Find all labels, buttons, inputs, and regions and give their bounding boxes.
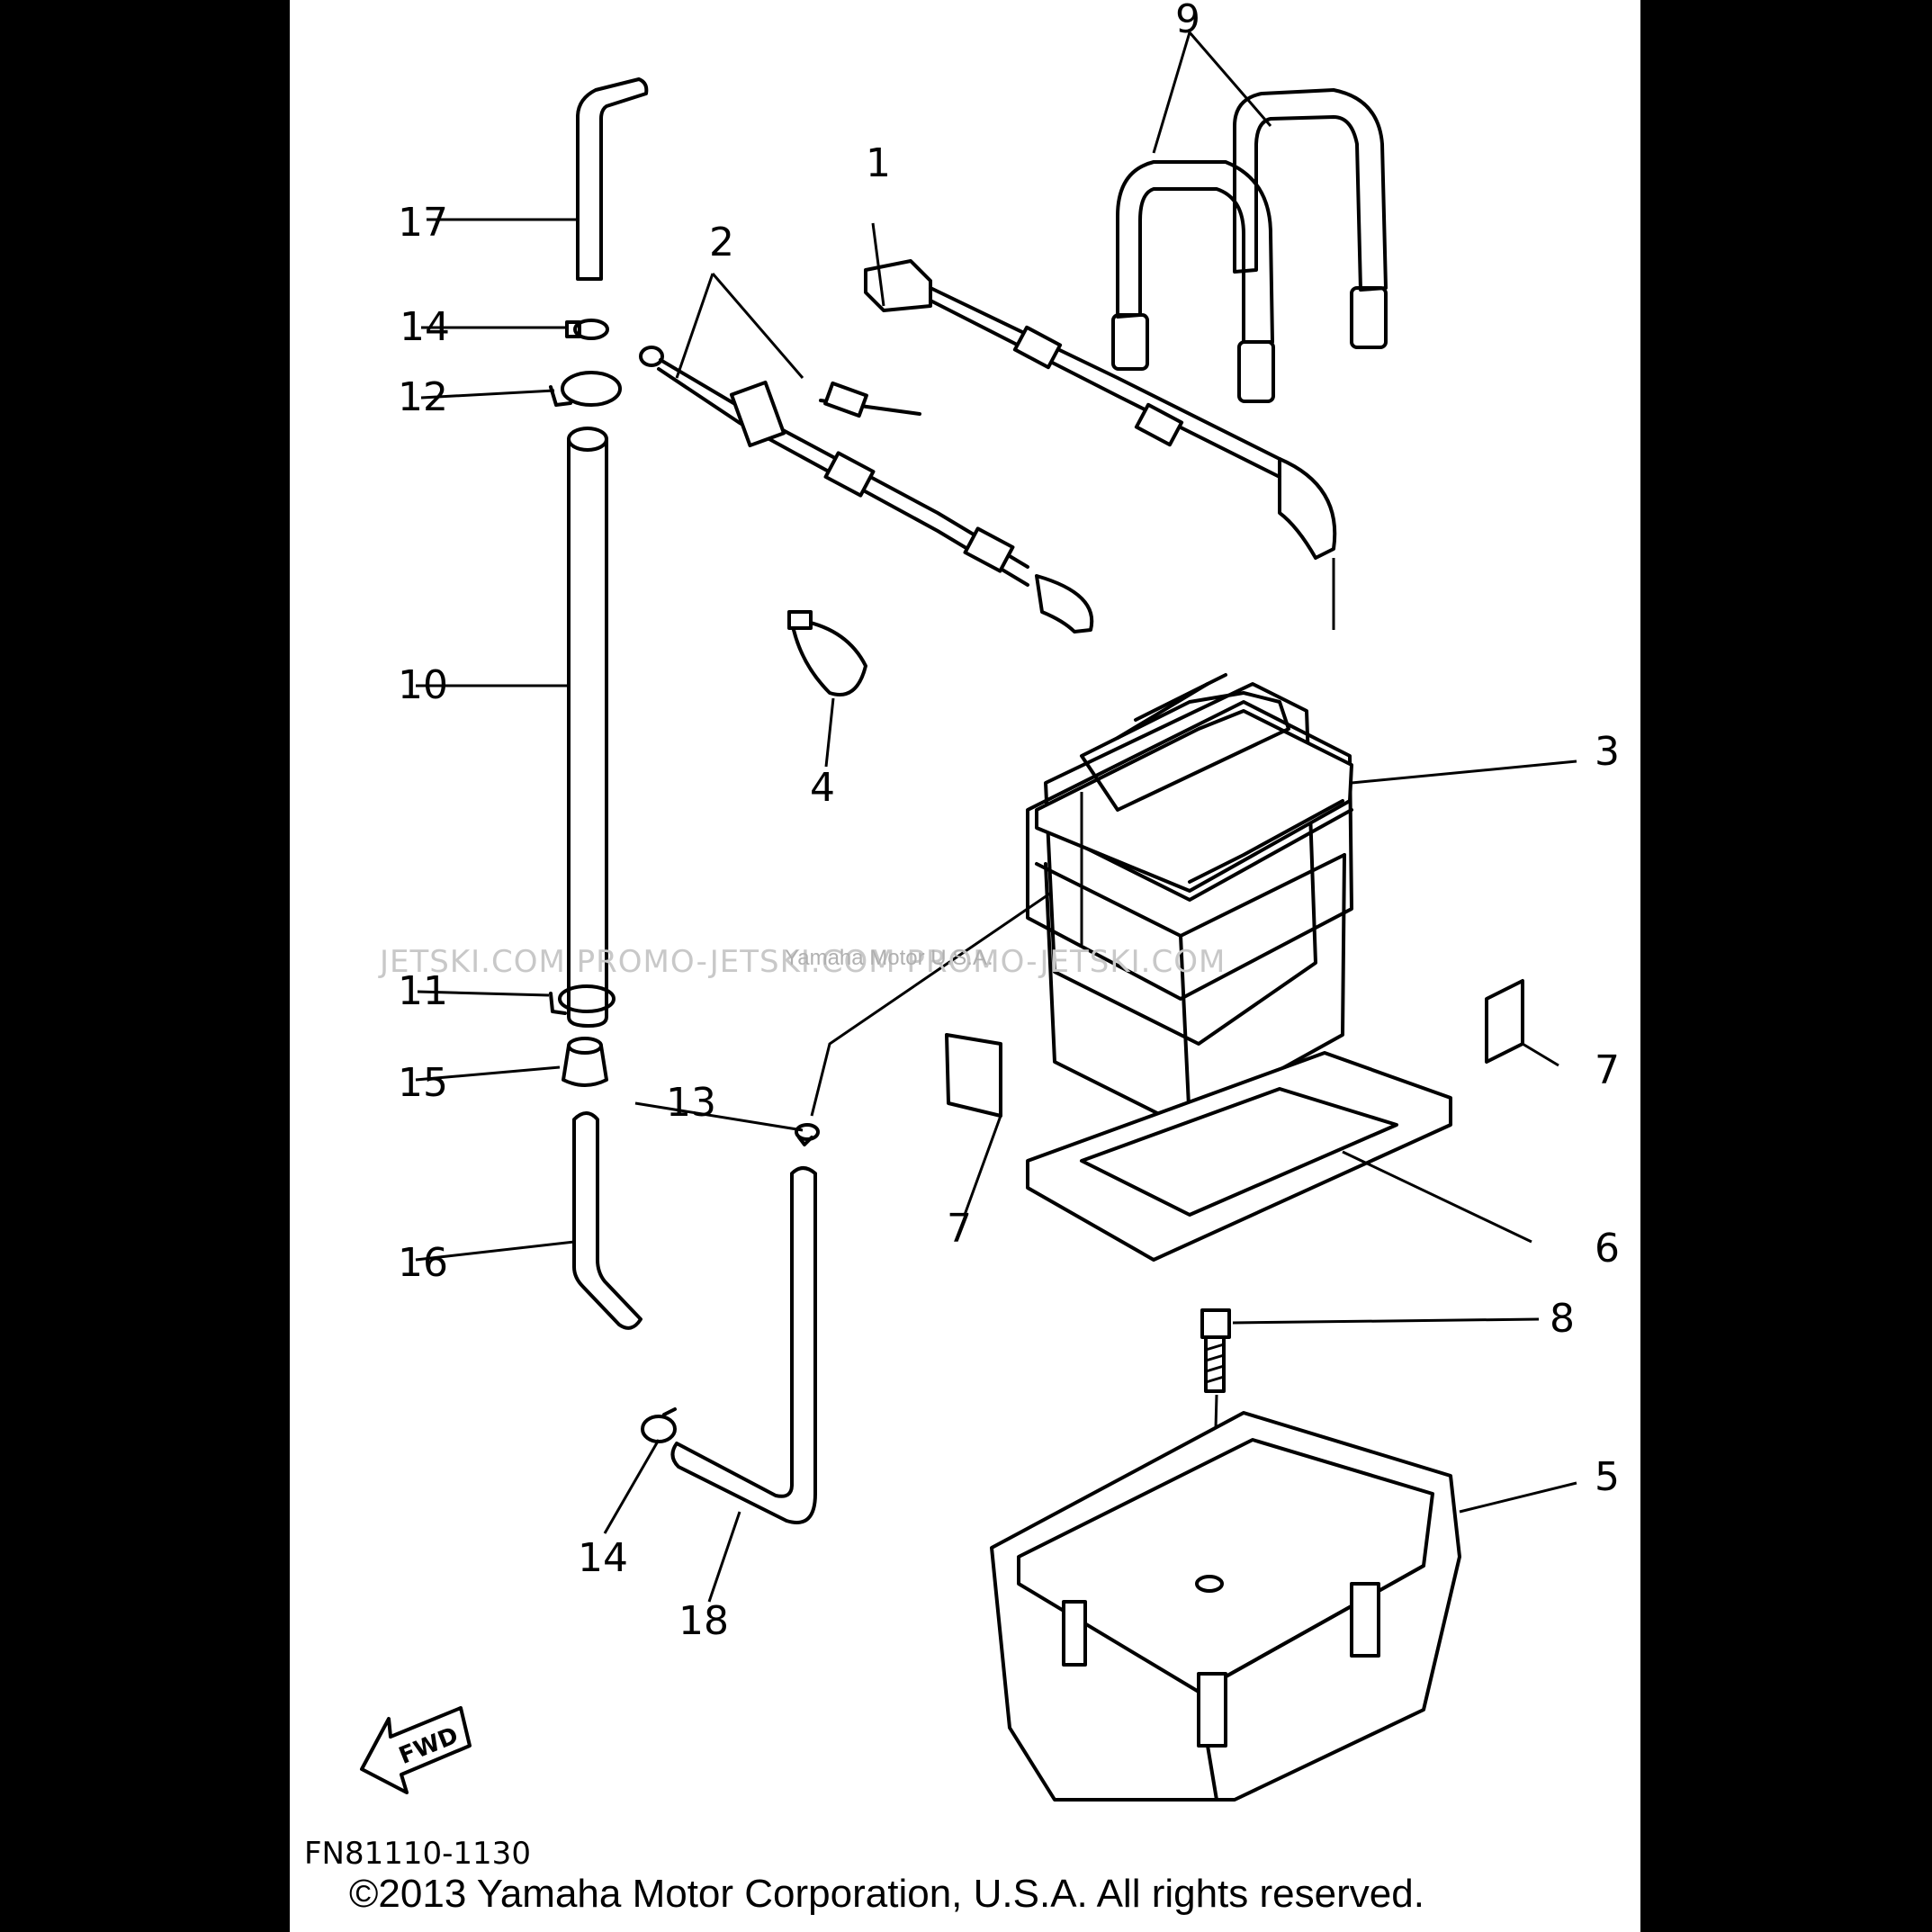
diagram-sheet: 1 2 3 4 5 6 7 7 8 9 10 11 12 13 14 14 15… — [290, 0, 1640, 1932]
part-17-hose — [576, 77, 649, 281]
figure-code: FN81110-1130 — [304, 1836, 531, 1872]
callout-6: 6 — [1595, 1226, 1620, 1272]
callout-5: 5 — [1595, 1454, 1620, 1500]
part-10-tube — [567, 427, 608, 1028]
part-7-pad-left — [945, 1033, 1002, 1118]
callout-14-top: 14 — [400, 304, 450, 350]
callout-15: 15 — [398, 1060, 448, 1106]
part-13-clip — [795, 1123, 820, 1146]
part-6-pad — [1026, 1051, 1452, 1262]
part-9-straps — [1111, 88, 1388, 403]
part-4-band — [787, 610, 867, 696]
callouts: 1 2 3 4 5 6 7 7 8 9 10 11 12 13 14 14 15… — [398, 0, 1620, 1644]
part-18-hose — [670, 1166, 817, 1524]
callout-9: 9 — [1175, 0, 1200, 42]
watermark: JETSKI.COM PROMO-JETSKI.COM PROMO-JETSKI… — [378, 944, 1226, 980]
part-12-clamp — [549, 371, 622, 407]
callout-16: 16 — [398, 1240, 448, 1286]
callout-8: 8 — [1550, 1296, 1575, 1342]
callout-18: 18 — [678, 1598, 729, 1644]
callout-7-left: 7 — [947, 1206, 972, 1252]
part-11-clamp — [549, 984, 616, 1015]
callout-4: 4 — [810, 765, 835, 811]
callout-12: 12 — [398, 374, 448, 420]
part-2-cable — [639, 346, 1094, 634]
callout-2: 2 — [709, 220, 734, 265]
callout-13: 13 — [666, 1080, 716, 1126]
callout-14-bottom: 14 — [578, 1535, 628, 1581]
watermark-small: Yamaha Motor U.S.A. — [785, 946, 993, 970]
part-16-hose — [572, 1111, 643, 1330]
leader-lines — [415, 31, 1577, 1603]
callout-7-right: 7 — [1595, 1047, 1620, 1093]
part-14-clamp-top — [565, 319, 609, 340]
vent-guide-line — [810, 860, 1097, 1117]
callout-10: 10 — [398, 662, 448, 708]
fwd-arrow-icon: FWD — [360, 1706, 472, 1794]
part-7-pad-right — [1485, 979, 1524, 1064]
callout-11: 11 — [398, 968, 448, 1014]
part-14-clamp-bottom — [641, 1407, 677, 1443]
part-8-bolt — [1200, 1308, 1231, 1393]
battery-parts-diagram: 1 2 3 4 5 6 7 7 8 9 10 11 12 13 14 14 15… — [360, 0, 1620, 1802]
callout-1: 1 — [866, 140, 891, 186]
part-5-battery-box — [990, 1411, 1461, 1802]
part-15-cap — [562, 1037, 608, 1087]
callout-3: 3 — [1595, 729, 1620, 775]
copyright-notice: ©2013 Yamaha Motor Corporation, U.S.A. A… — [349, 1872, 1424, 1916]
callout-17: 17 — [398, 200, 448, 246]
